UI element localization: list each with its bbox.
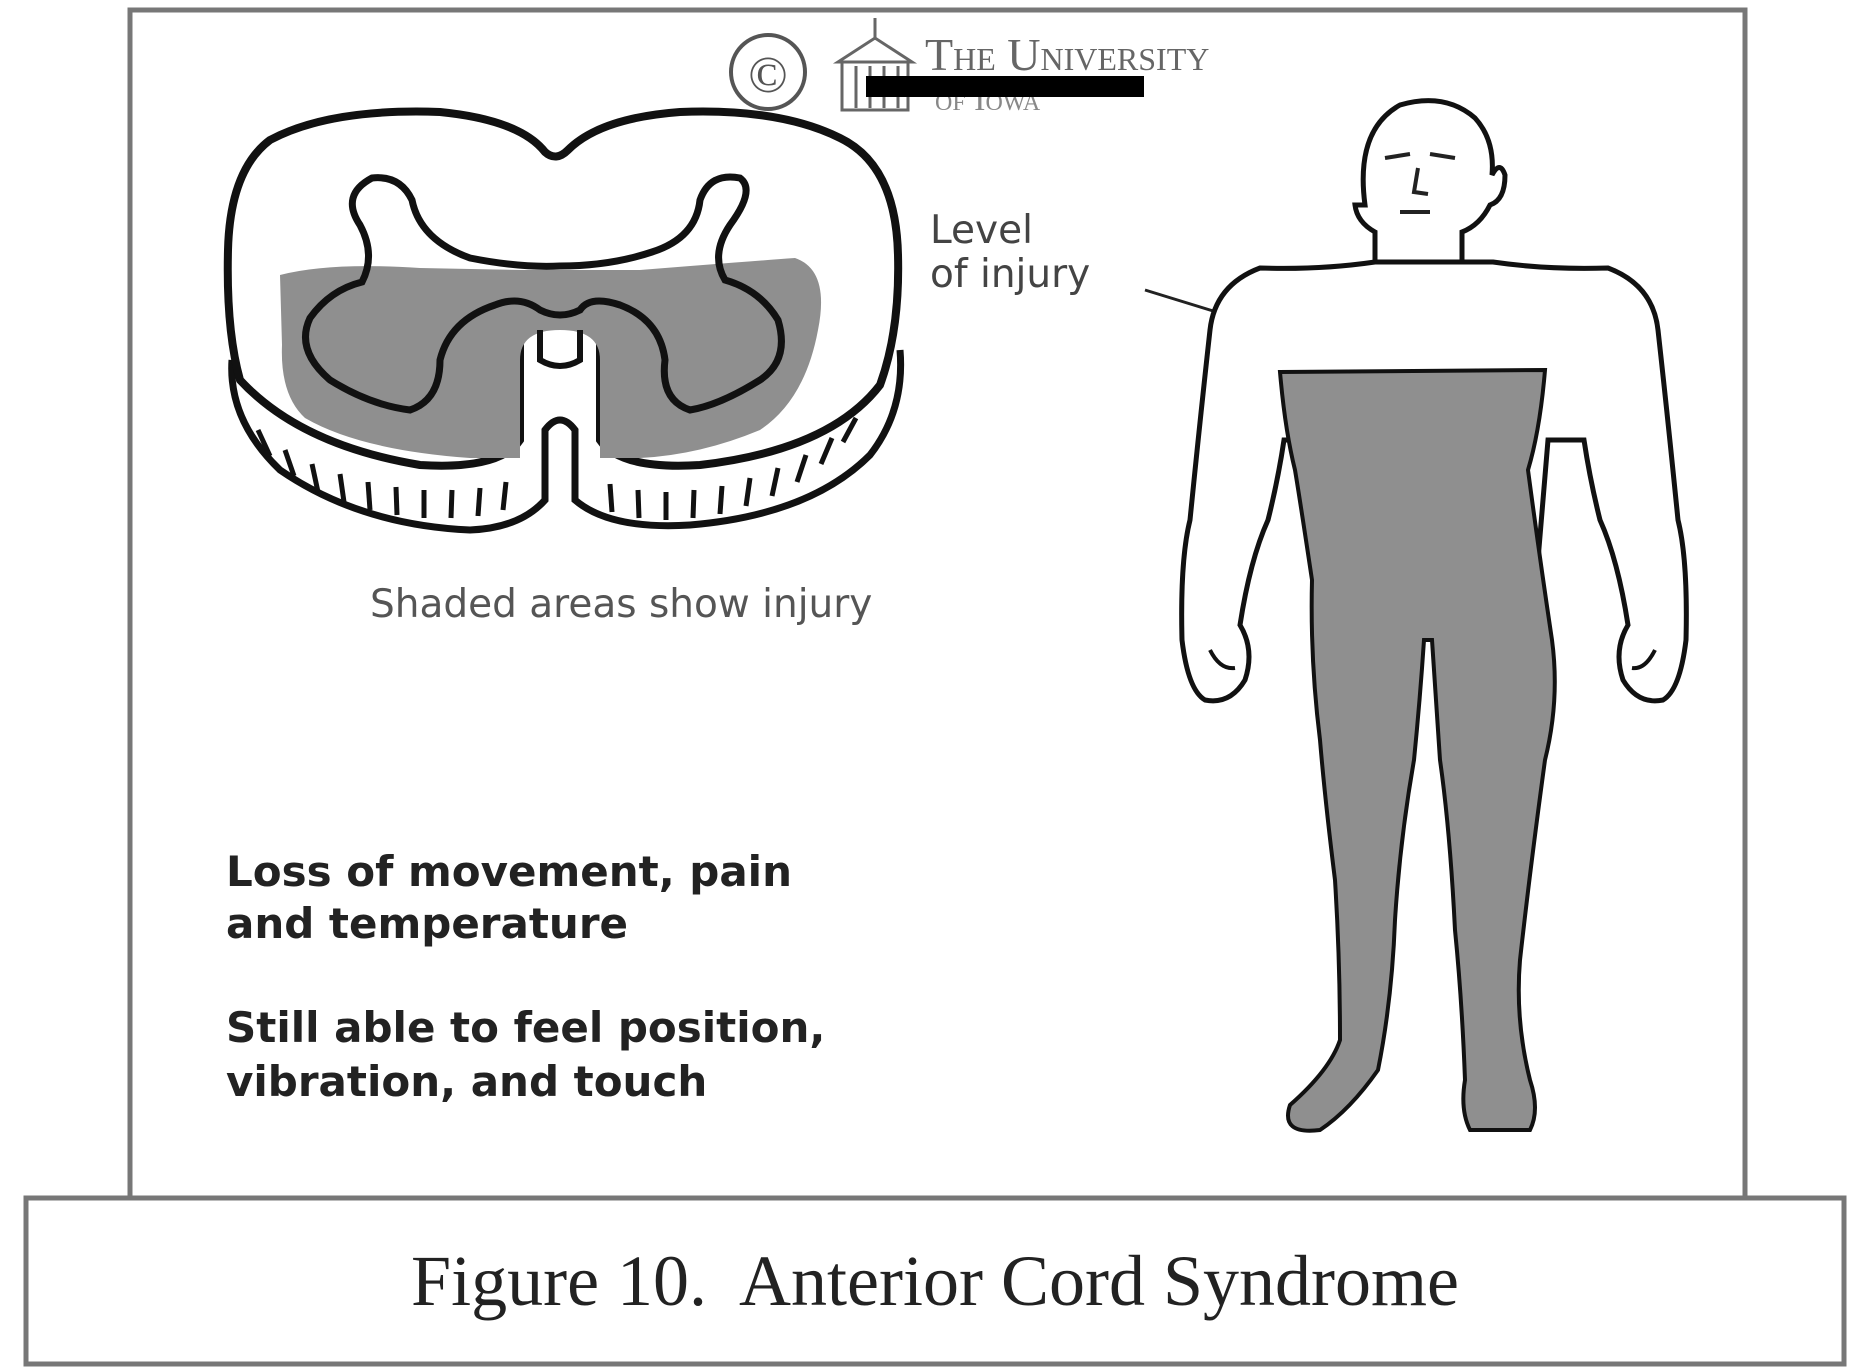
logo-line-1: The University	[925, 29, 1209, 80]
redaction-bar	[866, 76, 1144, 97]
loss-text-line-1: Loss of movement, pain	[226, 847, 792, 896]
caption-box	[23, 1195, 1847, 1367]
grey-matter-outline	[302, 173, 785, 414]
figure-caption-text: Figure 10. Anterior Cord Syndrome	[411, 1240, 1459, 1321]
body-head	[1352, 98, 1508, 265]
spinal-cord-cross-section	[223, 107, 905, 534]
copyright-symbol: ©	[748, 47, 788, 104]
university-logo: © The University of Iowa	[729, 18, 1209, 118]
level-label-line-2: of injury	[930, 252, 1090, 297]
still-text-line-2: vibration, and touch	[226, 1057, 707, 1106]
figure-caption: Figure 10. Anterior Cord Syndrome	[26, 1198, 1844, 1364]
level-label-line-1: Level	[930, 208, 1033, 253]
body-injury-shaded	[1277, 367, 1557, 1133]
shaded-areas-note: Shaded areas show injury	[370, 582, 872, 627]
anterior-fissure	[537, 330, 583, 369]
loss-text-line-2: and temperature	[226, 899, 628, 948]
human-body-figure	[1179, 98, 1689, 1133]
still-text-line-1: Still able to feel position,	[226, 1003, 825, 1052]
